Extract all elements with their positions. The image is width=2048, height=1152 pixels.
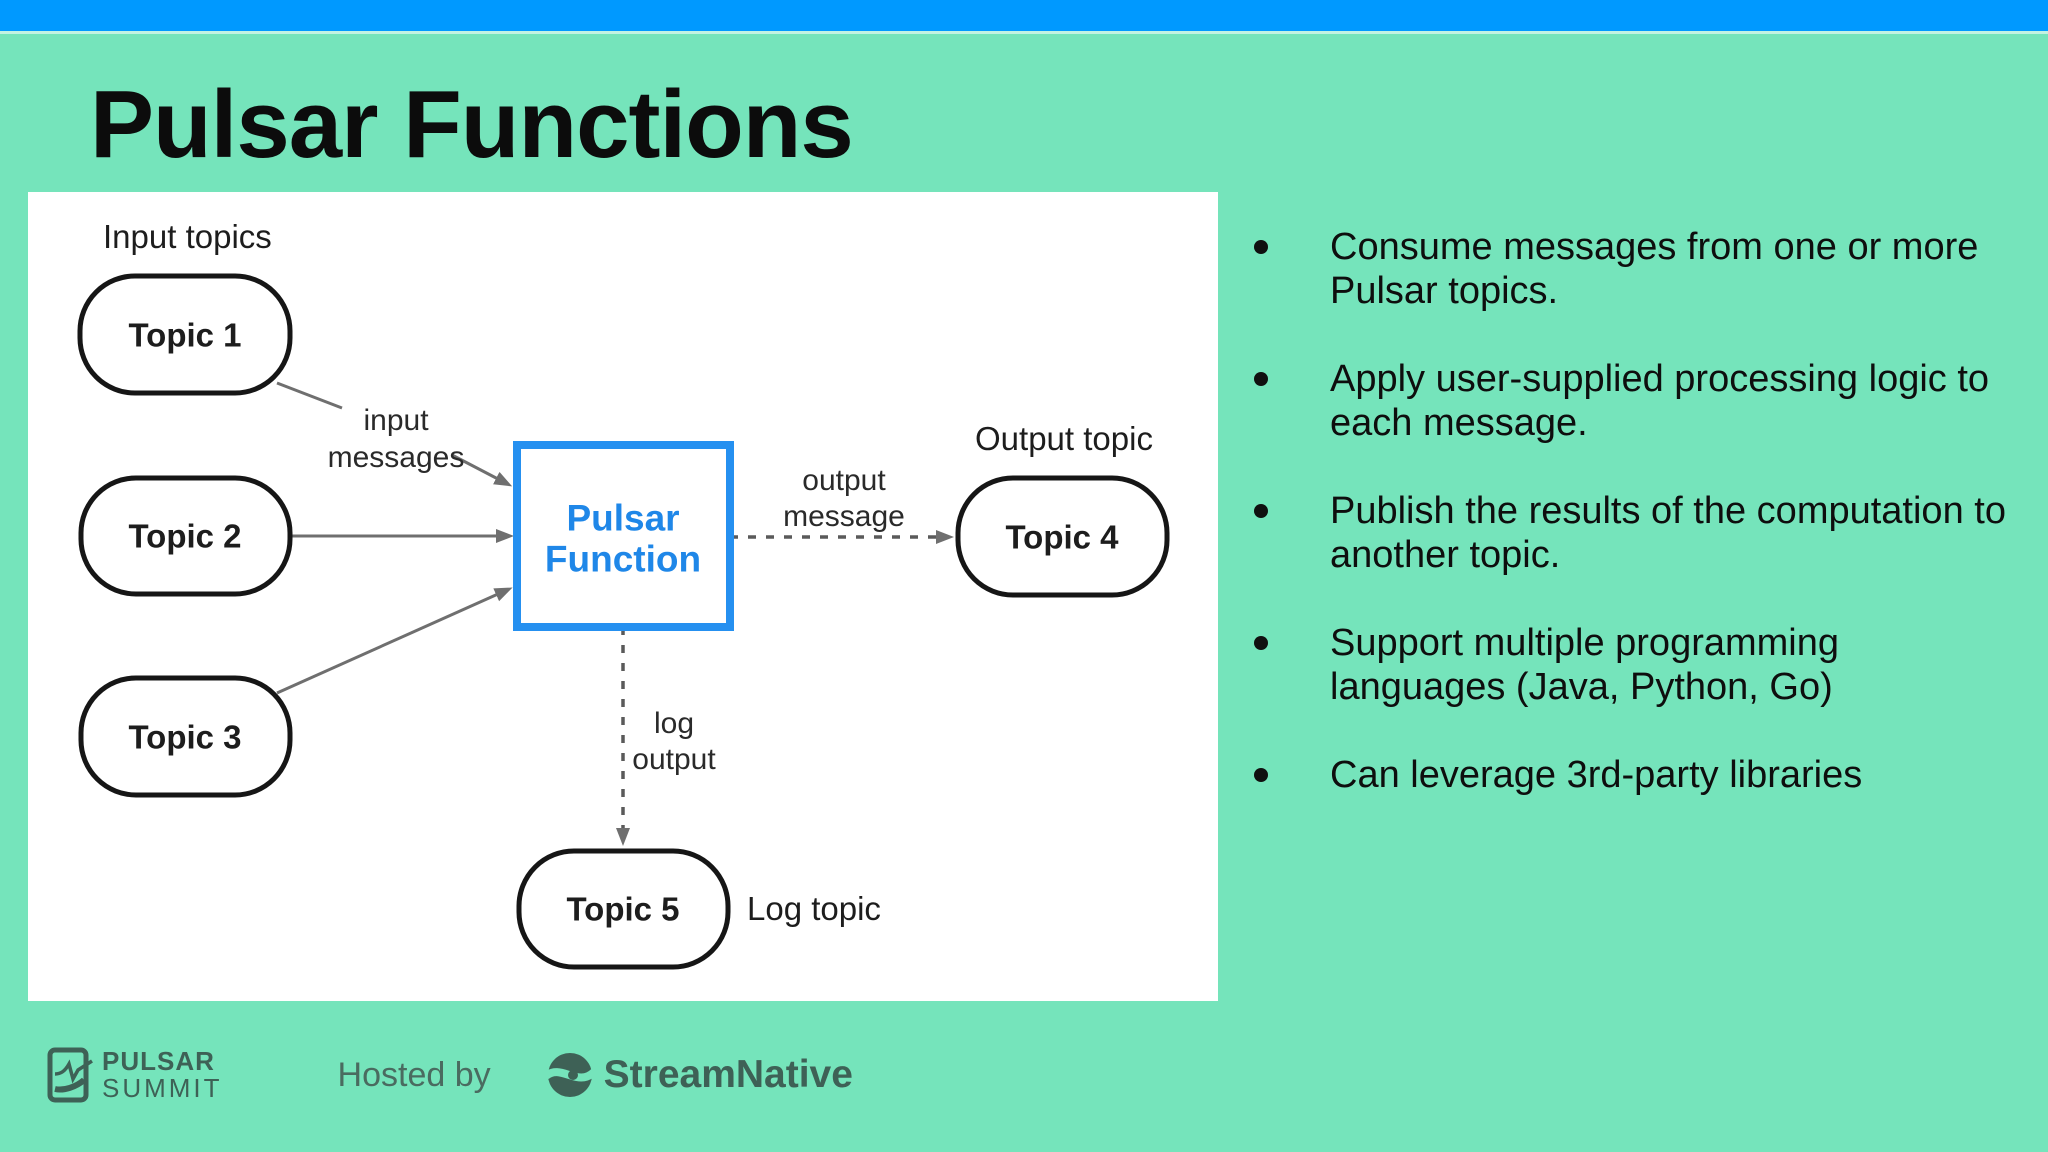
topic4-shape (955, 475, 1170, 598)
bullet-text: Can leverage 3rd-party libraries (1330, 754, 1863, 796)
topic4-label: Topic 4 (1005, 519, 1119, 556)
topic2-shape (78, 475, 293, 597)
pulsar-function-label-line1: Pulsar (566, 498, 679, 539)
bullet-item: Can leverage 3rd-party libraries (1240, 753, 2010, 797)
pulsar-summit-icon (47, 1047, 93, 1103)
bullet-item: Consume messages from one or more Pulsar… (1240, 225, 2010, 313)
pulsar-function-node: Pulsar Function (513, 441, 734, 631)
topic3-node: Topic 3 (78, 675, 293, 798)
output-topic-label: Output topic (975, 420, 1153, 457)
bullet-text: Publish the results of the computation t… (1330, 490, 2006, 576)
pulsar-function-shape (513, 441, 734, 631)
input-messages-label-line1: input (363, 404, 429, 437)
bullet-dot (1254, 636, 1268, 650)
input-messages-label-line2: messages (328, 441, 465, 474)
bullet-item: Support multiple programming languages (… (1240, 621, 2010, 709)
topic2-node: Topic 2 (78, 475, 293, 597)
input-topics-label: Input topics (103, 218, 272, 255)
log-topic-label: Log topic (747, 890, 881, 927)
topic1-label: Topic 1 (128, 317, 241, 354)
flow-diagram: Input topics Output topic Log topic inpu… (77, 218, 1170, 970)
bullet-item: Apply user-supplied processing logic to … (1240, 357, 2010, 445)
log-output-label-line2: output (632, 743, 716, 776)
bullet-item: Publish the results of the computation t… (1240, 489, 2010, 577)
topic5-shape (516, 848, 731, 970)
edge-topic1-to-function-arrow (451, 453, 513, 487)
topic3-label: Topic 3 (128, 719, 241, 756)
streamnative-logo: StreamNative (545, 1049, 853, 1101)
bullet-text: Consume messages from one or more Pulsar… (1330, 226, 1979, 312)
bullet-dot (1254, 768, 1268, 782)
streamnative-icon (545, 1053, 594, 1097)
bullet-dot (1254, 504, 1268, 518)
streamnative-wordmark: StreamNative (603, 1053, 853, 1096)
bullet-text: Support multiple programming languages (… (1330, 622, 1840, 708)
bullet-dot (1254, 240, 1268, 254)
bullet-text: Apply user-supplied processing logic to … (1330, 358, 1990, 444)
output-message-label-line1: output (802, 464, 886, 497)
topic4-node: Topic 4 (955, 475, 1170, 598)
pulsar-summit-line2: SUMMIT (102, 1073, 223, 1103)
pulsar-function-label-line2: Function (545, 539, 701, 580)
hosted-by-text: Hosted by (337, 1055, 491, 1094)
topic2-label: Topic 2 (128, 518, 241, 555)
topic3-shape (78, 675, 293, 798)
page-title: Pulsar Functions (90, 71, 854, 178)
topic1-shape (77, 273, 293, 396)
edge-topic1-to-function-segment (276, 381, 343, 410)
footer: PULSAR SUMMIT Hosted by StreamNative (47, 1043, 853, 1107)
pulsar-summit-logo: PULSAR SUMMIT (47, 1046, 223, 1104)
topic5-label: Topic 5 (566, 891, 679, 928)
bullet-dot (1254, 372, 1268, 386)
topic1-node: Topic 1 (77, 273, 293, 396)
diagram-panel: Input topics Output topic Log topic inpu… (28, 192, 1218, 1001)
edge-topic3-to-function-arrow (276, 587, 513, 695)
top-accent-bar (0, 0, 2048, 34)
topic5-node: Topic 5 (516, 848, 731, 970)
output-message-label-line2: message (783, 500, 905, 533)
pulsar-summit-wordmark: PULSAR SUMMIT (102, 1048, 223, 1102)
log-output-label-line1: log (654, 707, 694, 740)
pulsar-summit-line1: PULSAR (102, 1046, 215, 1076)
feature-bullet-list: Consume messages from one or more Pulsar… (1240, 225, 2010, 841)
